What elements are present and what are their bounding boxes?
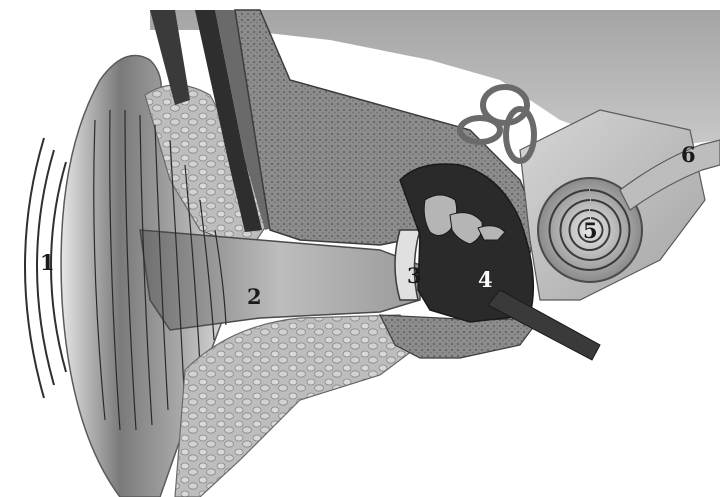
label-6: 6 <box>681 142 696 167</box>
label-3: 3 <box>407 263 422 288</box>
label-5: 5 <box>583 218 598 243</box>
label-1: 1 <box>40 250 55 275</box>
label-2: 2 <box>247 284 262 309</box>
label-4: 4 <box>478 267 493 292</box>
